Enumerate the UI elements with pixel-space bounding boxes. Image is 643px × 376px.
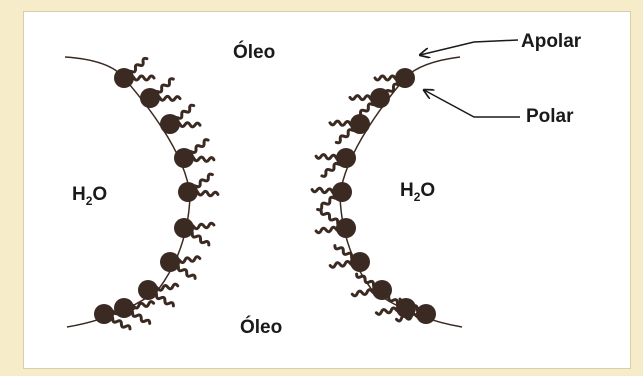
polar-label: Polar bbox=[526, 106, 574, 127]
polar-head bbox=[416, 304, 436, 324]
polar-head bbox=[336, 148, 356, 168]
polar-head bbox=[174, 148, 194, 168]
polar-head bbox=[350, 252, 370, 272]
water-label-right: H2O bbox=[400, 180, 435, 204]
apolar-arrow bbox=[420, 40, 518, 55]
polar-head bbox=[174, 218, 194, 238]
polar-head bbox=[350, 114, 370, 134]
oil-label-top: Óleo bbox=[233, 41, 275, 63]
apolar-label: Apolar bbox=[521, 31, 582, 52]
polar-head bbox=[94, 304, 114, 324]
polar-head bbox=[160, 114, 180, 134]
svg-text:H2O: H2O bbox=[400, 180, 435, 204]
polar-head bbox=[332, 182, 352, 202]
polar-head bbox=[336, 218, 356, 238]
oil-label-bottom: Óleo bbox=[240, 316, 282, 338]
polar-arrow bbox=[424, 90, 520, 117]
polar-head bbox=[178, 182, 198, 202]
polar-head bbox=[160, 252, 180, 272]
water-label-left: H2O bbox=[72, 184, 107, 208]
svg-text:H2O: H2O bbox=[72, 184, 107, 208]
polar-head bbox=[370, 88, 390, 108]
polar-head bbox=[138, 280, 158, 300]
polar-head bbox=[395, 68, 415, 88]
polar-head bbox=[140, 88, 160, 108]
left-surfactant-chain bbox=[94, 58, 218, 329]
polar-head bbox=[114, 68, 134, 88]
